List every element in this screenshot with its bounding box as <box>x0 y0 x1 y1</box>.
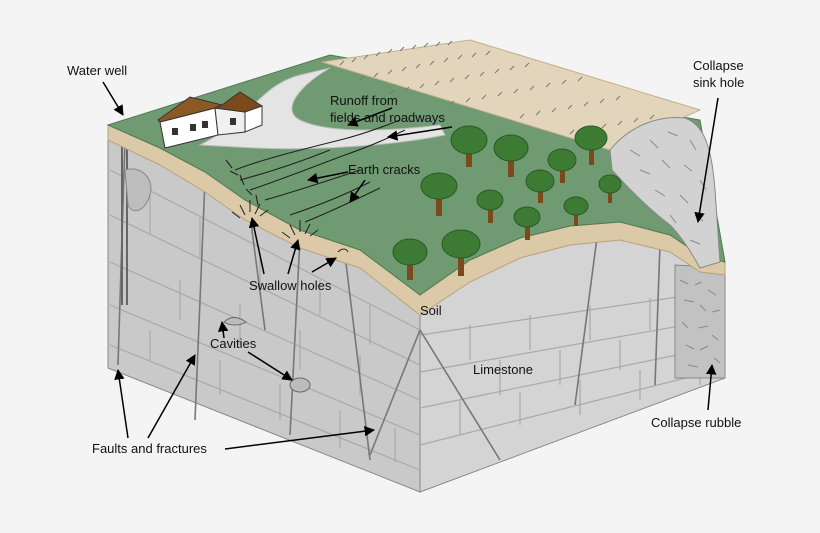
callout-arrows <box>102 81 719 450</box>
label-earth-cracks: Earth cracks <box>348 162 421 177</box>
trees <box>392 125 622 280</box>
house <box>157 91 264 149</box>
tree <box>547 148 577 183</box>
tree <box>563 196 589 226</box>
arrow-swallow-3 <box>311 257 337 273</box>
earth-cracks <box>225 119 406 223</box>
label-swallow-holes: Swallow holes <box>249 278 332 293</box>
left-cave-notch <box>124 168 152 212</box>
bedding-lines-left <box>109 169 421 471</box>
arrow-cavities-1 <box>217 320 229 339</box>
arrow-faults-1 <box>114 368 129 439</box>
label-faults-fractures: Faults and fractures <box>92 441 207 456</box>
label-cavities: Cavities <box>210 336 257 351</box>
tree <box>420 172 458 216</box>
label-soil: Soil <box>420 303 442 318</box>
swallow-hole-tufts <box>231 200 349 253</box>
arrow-runoff-2 <box>386 126 453 141</box>
cavity-small <box>223 317 247 326</box>
label-runoff-line2: fields and roadways <box>330 110 445 125</box>
label-collapse-sink-line2: sink hole <box>693 75 744 90</box>
arrow-collapse-rubble <box>705 363 717 411</box>
arrow-runoff-1 <box>347 107 393 127</box>
tree <box>476 189 504 223</box>
label-collapse-sink-line1: Collapse <box>693 58 744 73</box>
tree <box>574 125 608 165</box>
arrow-cavities-2 <box>247 351 293 381</box>
crop-rows <box>339 40 655 135</box>
tree <box>493 134 529 177</box>
road <box>198 67 446 150</box>
bedding-lines-right <box>419 289 726 446</box>
tree <box>441 229 481 276</box>
tree <box>392 238 428 280</box>
label-limestone: Limestone <box>473 362 533 377</box>
arrow-earth-cracks-1 <box>306 171 349 184</box>
arrow-swallow-1 <box>248 216 265 275</box>
tree <box>450 125 488 167</box>
label-collapse-rubble: Collapse rubble <box>651 415 741 430</box>
arrow-swallow-2 <box>287 238 301 275</box>
arrow-collapse-sink <box>694 97 719 224</box>
water-well-pipe <box>121 128 128 305</box>
label-runoff-line1: Runoff from <box>330 93 398 108</box>
arrow-faults-2 <box>147 354 196 439</box>
rubble-texture <box>679 279 721 368</box>
tree <box>598 174 622 203</box>
label-water-well: Water well <box>67 63 127 78</box>
arrow-faults-3 <box>224 425 376 450</box>
fault-lines <box>117 139 661 461</box>
arrow-earth-cracks-2 <box>349 179 366 203</box>
cavity <box>289 377 311 393</box>
collapse-sink-hole <box>609 116 721 269</box>
arrow-water-well <box>102 81 124 116</box>
tree <box>525 169 555 203</box>
tree <box>513 206 541 240</box>
